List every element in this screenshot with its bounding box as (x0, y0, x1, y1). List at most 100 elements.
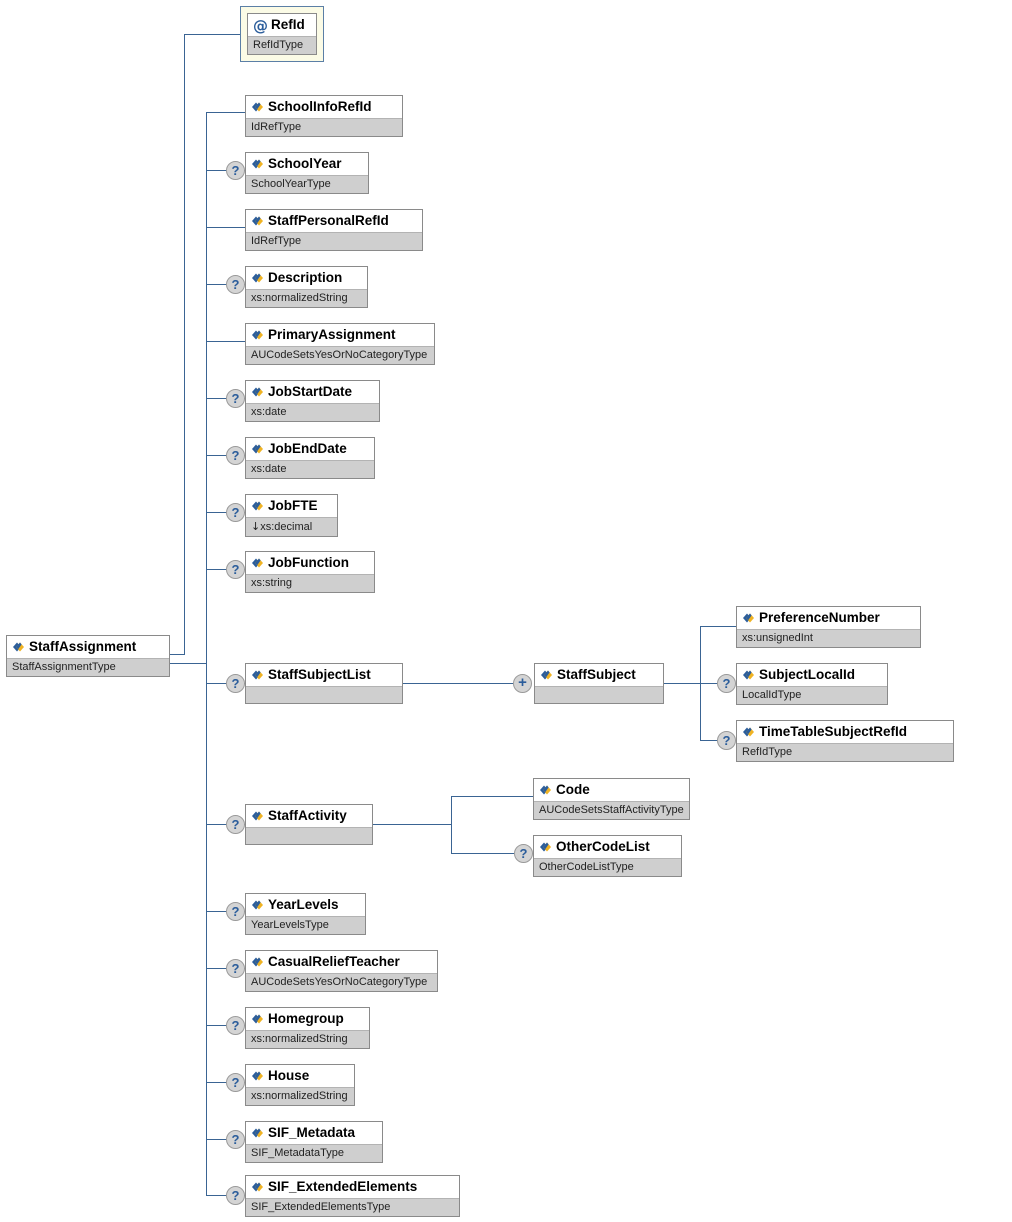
connector-stub-jobenddate (206, 455, 245, 456)
optional-badge-jobstartdate[interactable]: ? (226, 389, 245, 408)
connector-stub-jobfunction (206, 569, 245, 570)
connector-stub-description (206, 284, 245, 285)
element-icon (251, 1070, 264, 1082)
node-homegroup[interactable]: Homegroup xs:normalizedString (245, 1007, 370, 1049)
node-type: IdRefType (246, 232, 422, 250)
node-label: CasualReliefTeacher (268, 954, 400, 969)
node-label: JobFunction (268, 555, 349, 570)
element-icon (742, 726, 755, 738)
node-staffsubject[interactable]: StaffSubject (534, 663, 664, 704)
node-type: xs:normalizedString (246, 289, 367, 307)
node-name-row: SIF_Metadata (246, 1122, 382, 1144)
element-icon (539, 784, 552, 796)
node-schoolinforefid[interactable]: SchoolInfoRefId IdRefType (245, 95, 403, 137)
connector-stub-staffpersonalrefid (206, 227, 245, 228)
optional-badge-staffsubjectlist[interactable]: ? (226, 674, 245, 693)
node-house[interactable]: House xs:normalizedString (245, 1064, 355, 1106)
node-name-row: SIF_ExtendedElements (246, 1176, 459, 1198)
node-jobstartdate[interactable]: JobStartDate xs:date (245, 380, 380, 422)
optional-badge-sif-extendedelements[interactable]: ? (226, 1186, 245, 1205)
connector-root-to-element-trunk (170, 663, 207, 664)
node-name-row: @RefId (248, 14, 316, 36)
node-name-row: StaffAssignment (7, 636, 169, 658)
node-primaryassignment[interactable]: PrimaryAssignment AUCodeSetsYesOrNoCateg… (245, 323, 435, 365)
optional-badge-jobfte[interactable]: ? (226, 503, 245, 522)
node-schoolyear[interactable]: SchoolYear SchoolYearType (245, 152, 369, 194)
node-label: House (268, 1068, 310, 1083)
node-description[interactable]: Description xs:normalizedString (245, 266, 368, 308)
element-icon (540, 669, 553, 681)
optional-badge-jobenddate[interactable]: ? (226, 446, 245, 465)
node-name-row: OtherCodeList (534, 836, 681, 858)
node-label: SIF_Metadata (268, 1125, 356, 1140)
node-label: Description (268, 270, 343, 285)
node-staffsubjectlist[interactable]: StaffSubjectList (245, 663, 403, 704)
node-name-row: Code (534, 779, 689, 801)
node-label: SchoolYear (268, 156, 342, 171)
optional-badge-jobfunction[interactable]: ? (226, 560, 245, 579)
node-label: TimeTableSubjectRefId (759, 724, 908, 739)
node-subjectlocalid[interactable]: SubjectLocalId LocalIdType (736, 663, 888, 705)
connector-root-to-attribute-trunk (170, 654, 185, 655)
attribute-icon: @ (253, 17, 268, 35)
node-code[interactable]: Code AUCodeSetsStaffActivityType (533, 778, 690, 820)
node-label: SchoolInfoRefId (268, 99, 372, 114)
element-icon (251, 1013, 264, 1025)
optional-badge-othercodelist[interactable]: ? (514, 844, 533, 863)
node-name-row: SchoolYear (246, 153, 368, 175)
element-icon (251, 1127, 264, 1139)
node-label: PrimaryAssignment (268, 327, 396, 342)
optional-badge-homegroup[interactable]: ? (226, 1016, 245, 1035)
optional-badge-subjectlocalid[interactable]: ? (717, 674, 736, 693)
connector-branch-preferencenumber (700, 626, 736, 627)
element-icon (251, 101, 264, 113)
optional-badge-yearlevels[interactable]: ? (226, 902, 245, 921)
node-label: SIF_ExtendedElements (268, 1179, 418, 1194)
node-type (246, 827, 372, 844)
node-casualreliefteacher[interactable]: CasualReliefTeacher AUCodeSetsYesOrNoCat… (245, 950, 438, 992)
optional-badge-house[interactable]: ? (226, 1073, 245, 1092)
node-type: SIF_MetadataType (246, 1144, 382, 1162)
node-label: OtherCodeList (556, 839, 650, 854)
node-type: AUCodeSetsYesOrNoCategoryType (246, 973, 437, 991)
optional-badge-sif-metadata[interactable]: ? (226, 1130, 245, 1149)
node-label: YearLevels (268, 897, 339, 912)
optional-badge-schoolyear[interactable]: ? (226, 161, 245, 180)
node-staffpersonalrefid[interactable]: StaffPersonalRefId IdRefType (245, 209, 423, 251)
optional-badge-staffactivity[interactable]: ? (226, 815, 245, 834)
node-timetablesubjectrefid[interactable]: TimeTableSubjectRefId RefIdType (736, 720, 954, 762)
node-name-row: TimeTableSubjectRefId (737, 721, 953, 743)
optional-badge-timetablesubjectrefid[interactable]: ? (717, 731, 736, 750)
node-othercodelist[interactable]: OtherCodeList OtherCodeListType (533, 835, 682, 877)
attribute-frame-refid: @RefId RefIdType (240, 6, 324, 62)
node-sif-metadata[interactable]: SIF_Metadata SIF_MetadataType (245, 1121, 383, 1163)
node-label: RefId (271, 17, 305, 32)
node-staffactivity[interactable]: StaffActivity (245, 804, 373, 845)
node-preferencenumber[interactable]: PreferenceNumber xs:unsignedInt (736, 606, 921, 648)
element-icon (251, 669, 264, 681)
connector-branch-othercodelist (451, 853, 514, 854)
node-jobenddate[interactable]: JobEndDate xs:date (245, 437, 375, 479)
node-name-row: Homegroup (246, 1008, 369, 1030)
node-name-row: Description (246, 267, 367, 289)
node-sif-extendedelements[interactable]: SIF_ExtendedElements SIF_ExtendedElement… (245, 1175, 460, 1217)
node-type: ↓xs:decimal (246, 517, 337, 536)
optional-badge-description[interactable]: ? (226, 275, 245, 294)
connector-stub-yearlevels (206, 911, 245, 912)
node-jobfunction[interactable]: JobFunction xs:string (245, 551, 375, 593)
optional-badge-casualreliefteacher[interactable]: ? (226, 959, 245, 978)
node-name-row: CasualReliefTeacher (246, 951, 437, 973)
node-yearlevels[interactable]: YearLevels YearLevelsType (245, 893, 366, 935)
connector-stub-sif-extendedelements (206, 1195, 245, 1196)
element-icon (251, 557, 264, 569)
node-jobfte[interactable]: JobFTE ↓xs:decimal (245, 494, 338, 537)
expander-badge-staffsubject[interactable]: + (513, 674, 532, 693)
connector-attribute-trunk (184, 34, 185, 654)
node-staffassignment[interactable]: StaffAssignment StaffAssignmentType (6, 635, 170, 677)
connector-stub-schoolyear (206, 170, 245, 171)
connector-stub-jobfte (206, 512, 245, 513)
node-refid[interactable]: @RefId RefIdType (247, 13, 317, 55)
connector-stub-staffactivity (206, 824, 245, 825)
node-name-row: SchoolInfoRefId (246, 96, 402, 118)
